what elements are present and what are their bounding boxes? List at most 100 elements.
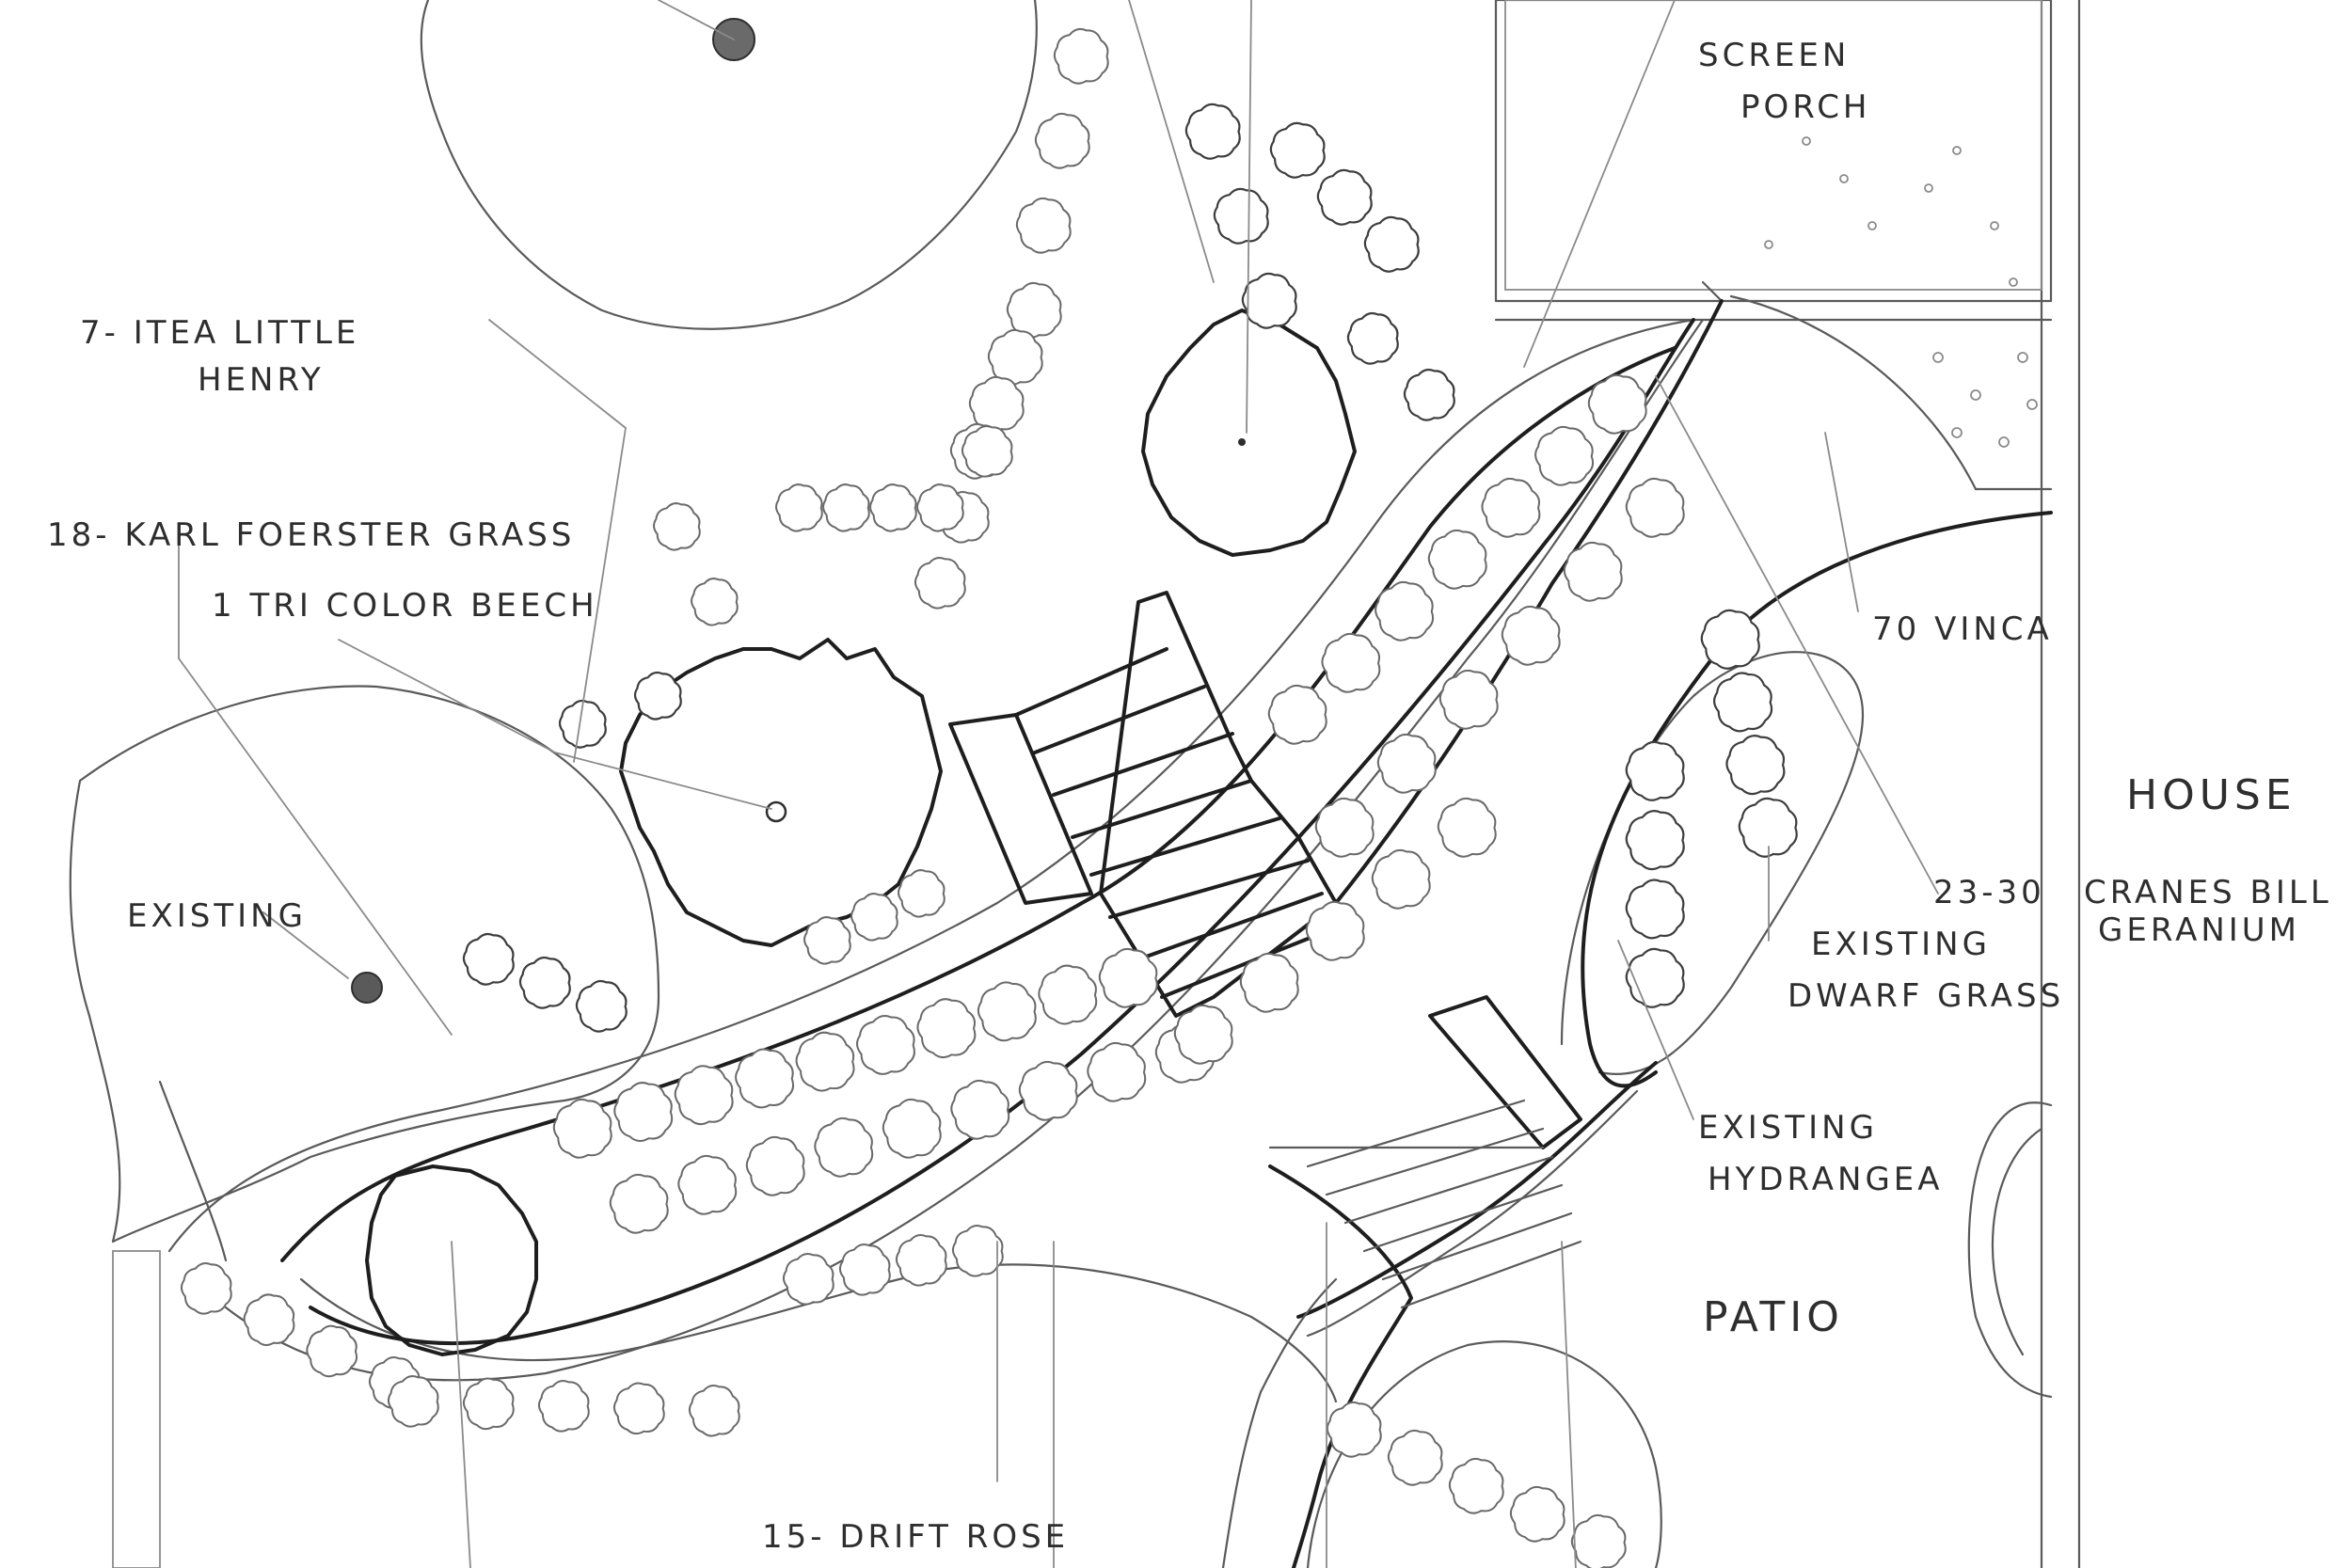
beech-trunk	[765, 800, 787, 823]
cranesbill-geranium	[1725, 735, 1786, 796]
label-existing-tree: EXISTING	[127, 897, 307, 935]
itea-shrub	[961, 424, 1013, 478]
ground-cover-dots	[1764, 136, 2038, 448]
perennial-shrub	[882, 1098, 942, 1159]
perennial-shrub	[1427, 529, 1487, 590]
hydrangea-shrub	[1625, 879, 1685, 940]
perennial-shrub	[1481, 477, 1541, 538]
itea-shrub	[1015, 197, 1072, 254]
tree-canopy-top	[420, 0, 1038, 330]
perennial-shrub	[674, 1065, 734, 1126]
perennial-shrub	[613, 1082, 674, 1142]
tree-canopy-existing	[69, 685, 660, 1243]
perennial-shrub	[677, 1154, 738, 1215]
perennial-shrub	[1267, 684, 1327, 745]
shrub	[1387, 1429, 1443, 1486]
perennial-shrub	[1087, 1041, 1147, 1102]
label-dwarf-grass-2: DWARF GRASS	[1788, 977, 2064, 1015]
perennial-shrub	[1534, 425, 1595, 486]
small-tree-top-trunk	[1238, 438, 1246, 446]
perennial-shrub	[1371, 848, 1431, 910]
shrub	[1346, 311, 1399, 365]
shrub	[1316, 168, 1373, 226]
grass-clump	[822, 483, 870, 532]
shrub	[1570, 1513, 1627, 1568]
shrub	[1269, 121, 1326, 179]
shrub	[575, 979, 628, 1033]
hydrangea-shrub	[1625, 810, 1685, 871]
perennial-shrub	[856, 1014, 915, 1075]
label-tricolor-beech: 1 TRI COLOR BEECH	[212, 587, 598, 625]
shrub	[518, 956, 571, 1009]
grass-clump	[775, 483, 823, 532]
leader-lines	[178, 0, 1939, 1568]
porch-step-arc	[1701, 280, 1724, 303]
perennial-shrub	[306, 1324, 358, 1378]
bed-edge-lower	[309, 318, 1695, 1345]
pathways	[158, 299, 2053, 1568]
label-hydrangea-1: EXISTING	[1698, 1109, 1878, 1147]
shrub	[1326, 1401, 1382, 1458]
ground-cover-bed-arc	[1729, 294, 1978, 491]
drift-rose	[951, 1224, 1004, 1277]
hydrangea-shrub	[1625, 947, 1685, 1008]
label-karl-foerster: 18- KARL FOERSTER GRASS	[47, 516, 575, 554]
perennial-shrub	[1018, 1060, 1078, 1121]
perennial-shrub	[916, 998, 977, 1059]
label-cranesbill-qty: 23-30	[1933, 874, 2045, 911]
label-hydrangea-2: HYDRANGEA	[1708, 1161, 1944, 1198]
drift-rose	[895, 1233, 947, 1287]
shrub	[462, 932, 515, 986]
perennial-shrub	[1305, 900, 1365, 961]
perennial-shrub	[977, 981, 1037, 1042]
label-vinca: 70 VINCA	[1872, 610, 2053, 648]
shrub	[1184, 103, 1241, 160]
shrub	[850, 893, 898, 942]
perennial-shrub	[795, 1031, 855, 1092]
shrub	[633, 671, 682, 721]
trees-specimen	[365, 309, 1357, 1356]
grass-clump	[869, 483, 917, 532]
perennial-shrub	[688, 1384, 740, 1437]
perennial-shrub	[745, 1135, 805, 1196]
small-tree-bottom	[365, 1164, 538, 1356]
perennial-shrub	[735, 1048, 795, 1109]
itea-shrub	[987, 328, 1043, 386]
perennial-shrub	[537, 1379, 590, 1433]
perennial-shrub	[243, 1293, 295, 1346]
perennial-shrub	[1625, 477, 1685, 538]
house-structure	[112, 0, 2081, 1568]
left-border	[112, 1250, 161, 1568]
label-drift-rose: 15- DRIFT ROSE	[762, 1518, 1069, 1556]
perennial-shrub	[1587, 373, 1647, 435]
lower-walk-edge	[1268, 1164, 1413, 1568]
perennial-shrub	[814, 1117, 874, 1178]
hydrangea-shrub	[1625, 740, 1685, 801]
steps-upper	[948, 591, 1338, 1018]
label-house: HOUSE	[2126, 771, 2296, 819]
cranesbill-geranium	[1700, 609, 1760, 670]
path-to-patio-upper	[1334, 299, 1724, 905]
perennial-shrub	[1173, 1004, 1233, 1065]
perennial-shrub	[1314, 797, 1375, 858]
path-to-patio-lower	[1296, 1061, 1658, 1319]
perennial-shrub	[1321, 632, 1381, 693]
shrub	[1241, 272, 1297, 329]
shrub	[803, 916, 851, 965]
perennial-shrub	[1563, 541, 1623, 602]
label-patio: PATIO	[1703, 1293, 1844, 1341]
perennial-shrub	[1038, 964, 1098, 1025]
bed-edge-upper	[280, 346, 1677, 1262]
bed-edge-lower-outer	[224, 318, 1705, 1382]
label-itea-2: HENRY	[198, 361, 325, 399]
shrub	[1509, 1485, 1565, 1543]
perennial-shrub	[612, 1382, 665, 1435]
shrub	[898, 869, 946, 918]
label-dwarf-grass-1: EXISTING	[1811, 926, 1991, 963]
perennial-shrub	[1438, 669, 1499, 730]
perennial-shrub	[609, 1173, 669, 1234]
perennial-shrub	[180, 1261, 232, 1315]
steps-lower	[1268, 995, 1582, 1309]
shrub	[1363, 215, 1420, 273]
